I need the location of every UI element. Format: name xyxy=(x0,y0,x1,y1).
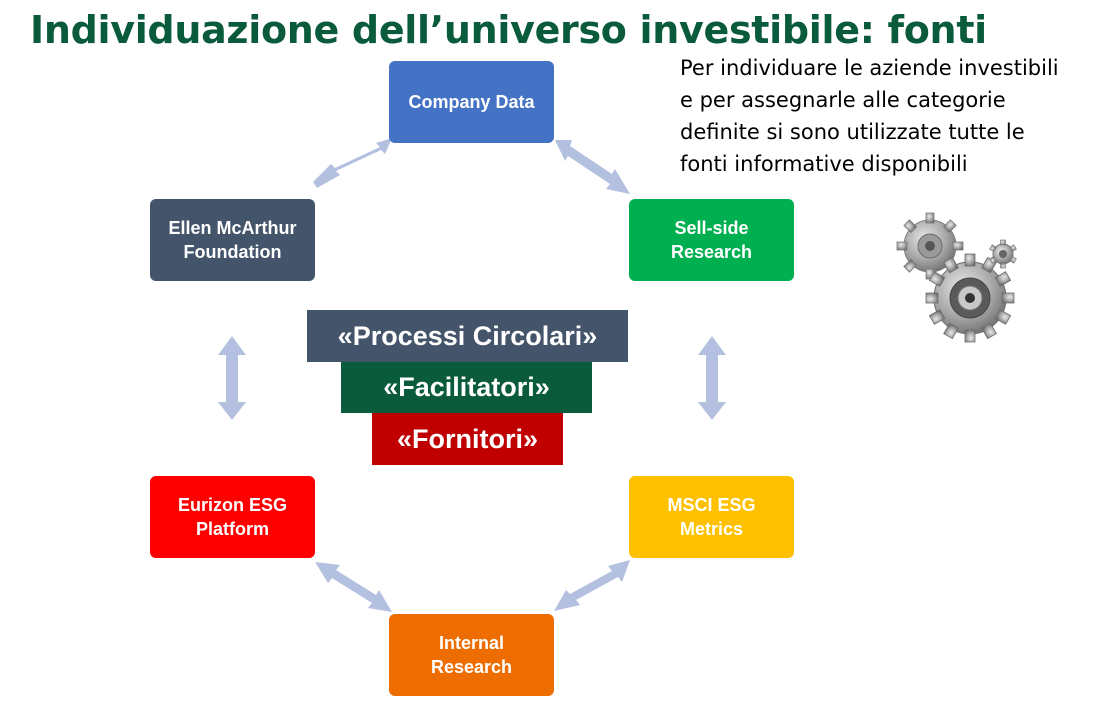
arrow-eurizon-internal xyxy=(315,562,392,612)
description-line: fonti informative disponibili xyxy=(680,152,968,176)
arrow-company-ellen xyxy=(313,138,392,188)
node-eurizon-esg-platform: Eurizon ESG Platform xyxy=(150,476,315,558)
arrow-msci-internal xyxy=(554,560,630,611)
description-line: e per assegnarle alle categorie xyxy=(680,88,1006,112)
node-ellen-mcarthur-foundation: Ellen McArthur Foundation xyxy=(150,199,315,281)
node-sell-side-research: Sell-side Research xyxy=(629,199,794,281)
node-company-data: Company Data xyxy=(389,61,554,143)
band-processi-circolari: «Processi Circolari» xyxy=(307,310,628,362)
page-title: Individuazione dell’universo investibile… xyxy=(30,8,987,52)
gears-icon xyxy=(896,212,1017,343)
node-internal-research: Internal Research xyxy=(389,614,554,696)
description-text: Per individuare le aziende investibili e… xyxy=(680,52,1080,180)
node-msci-esg-metrics: MSCI ESG Metrics xyxy=(629,476,794,558)
arrow-ellen-eurizon xyxy=(218,336,246,420)
arrow-company-sellside xyxy=(555,140,630,194)
arrow-sellside-msci xyxy=(698,336,726,420)
description-line: Per individuare le aziende investibili xyxy=(680,56,1059,80)
band-fornitori: «Fornitori» xyxy=(372,413,563,465)
band-facilitatori: «Facilitatori» xyxy=(341,362,592,413)
description-line: definite si sono utilizzate tutte le xyxy=(680,120,1025,144)
